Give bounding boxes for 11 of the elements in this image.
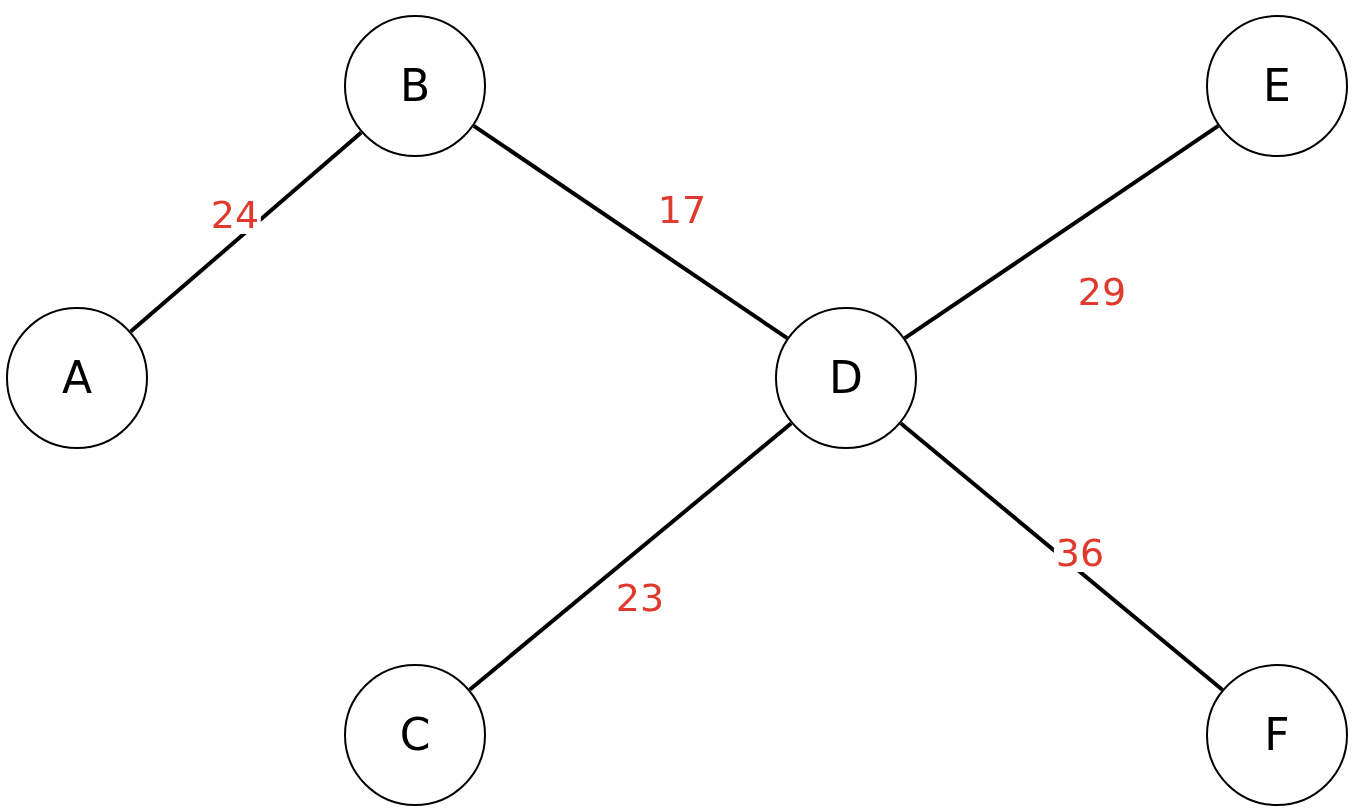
connector-line	[899, 421, 1224, 692]
connector-line	[903, 124, 1220, 340]
node-label: B	[399, 59, 431, 113]
node-label: A	[61, 351, 93, 405]
connector-line	[472, 124, 789, 340]
node-label: D	[829, 351, 863, 405]
connector-line	[468, 421, 793, 692]
connector-line	[129, 130, 363, 334]
node-label: F	[1264, 708, 1290, 762]
node-label: C	[399, 708, 431, 762]
node-label: E	[1263, 59, 1291, 113]
